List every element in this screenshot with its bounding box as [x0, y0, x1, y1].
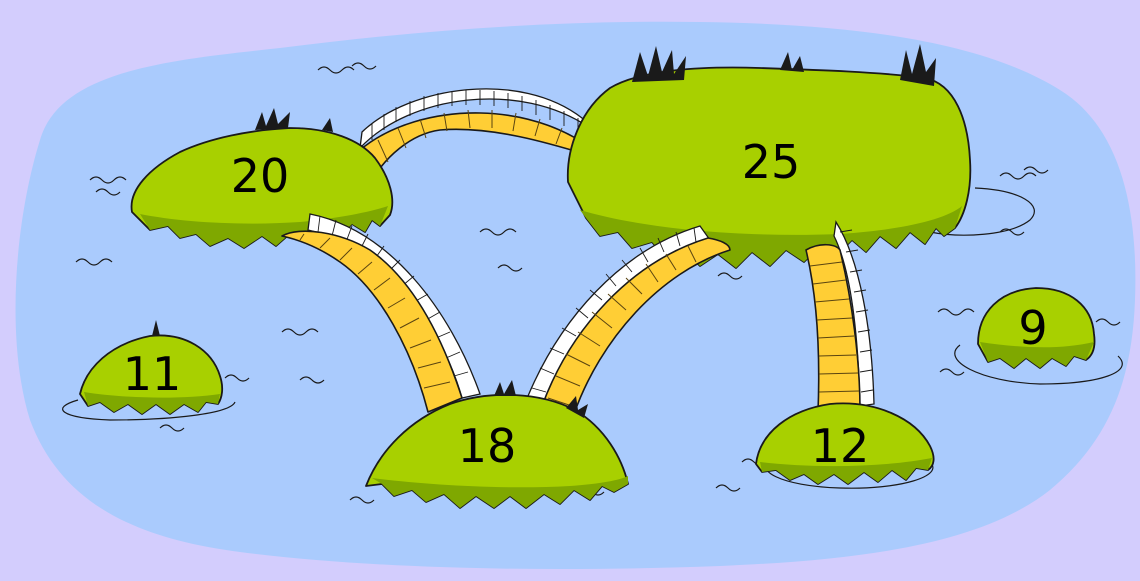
island-25-value: 25: [742, 135, 801, 189]
island-11-value: 11: [123, 347, 182, 401]
island-18-value: 18: [458, 419, 517, 473]
island-20-value: 20: [231, 149, 290, 203]
island-12-value: 12: [811, 419, 870, 473]
island-9-value: 9: [1018, 301, 1047, 355]
